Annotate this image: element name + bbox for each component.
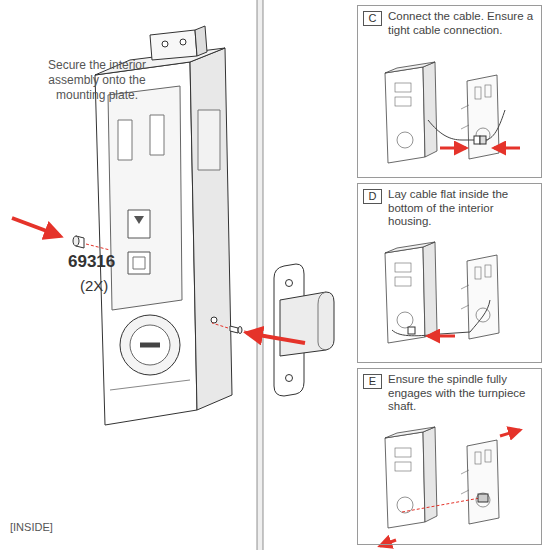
step-panel: Connect the cable. Ensure a tight cable … xyxy=(357,5,542,178)
step-instruction: Connect the cable. Ensure a tight cable … xyxy=(388,10,536,37)
step-instruction: Lay cable flat inside the bottom of the … xyxy=(388,188,536,229)
step-instruction: Ensure the spindle fully engages with th… xyxy=(388,373,536,414)
step-panel: Lay cable flat inside the bottom of the … xyxy=(357,183,542,363)
step-letter: C xyxy=(363,11,382,26)
step-letter-text: C xyxy=(364,12,381,25)
step-panel: Ensure the spindle fully engages with th… xyxy=(357,368,542,545)
quantity: (2X) xyxy=(80,277,140,295)
side-label: [INSIDE] xyxy=(10,520,90,534)
step-letter-text: D xyxy=(364,190,381,203)
step-letter: D xyxy=(363,189,382,204)
step-letter-text: E xyxy=(364,375,381,388)
part-number: 69316 xyxy=(68,252,148,272)
instruction-note: Secure the interior assembly onto the mo… xyxy=(22,58,172,103)
step-letter: E xyxy=(363,374,382,389)
